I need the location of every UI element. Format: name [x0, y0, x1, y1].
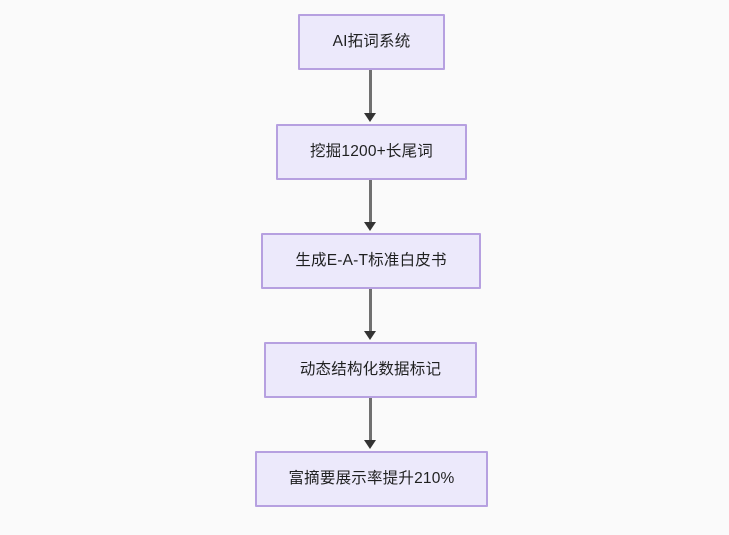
arrow-down-icon: [364, 331, 376, 340]
flowchart-connector-e4: [368, 398, 372, 442]
arrow-down-icon: [364, 113, 376, 122]
arrow-down-icon: [364, 440, 376, 449]
flowchart-node-n1[interactable]: AI拓词系统: [298, 14, 445, 70]
flowchart-node-label: 挖掘1200+长尾词: [309, 143, 434, 161]
flowchart-node-label: AI拓词系统: [332, 33, 411, 51]
flowchart-connector-e2: [368, 180, 372, 224]
arrow-down-icon: [364, 222, 376, 231]
flowchart-connector-e1: [368, 70, 372, 115]
flowchart-node-n4[interactable]: 动态结构化数据标记: [264, 342, 477, 398]
flowchart-node-n3[interactable]: 生成E-A-T标准白皮书: [261, 233, 481, 289]
flowchart-node-label: 生成E-A-T标准白皮书: [295, 252, 447, 270]
flowchart-connector-e3: [368, 289, 372, 333]
flowchart-node-label: 富摘要展示率提升210%: [288, 470, 455, 488]
flowchart-node-n2[interactable]: 挖掘1200+长尾词: [276, 124, 467, 180]
flowchart-node-n5[interactable]: 富摘要展示率提升210%: [255, 451, 488, 507]
flowchart-node-label: 动态结构化数据标记: [299, 361, 442, 379]
